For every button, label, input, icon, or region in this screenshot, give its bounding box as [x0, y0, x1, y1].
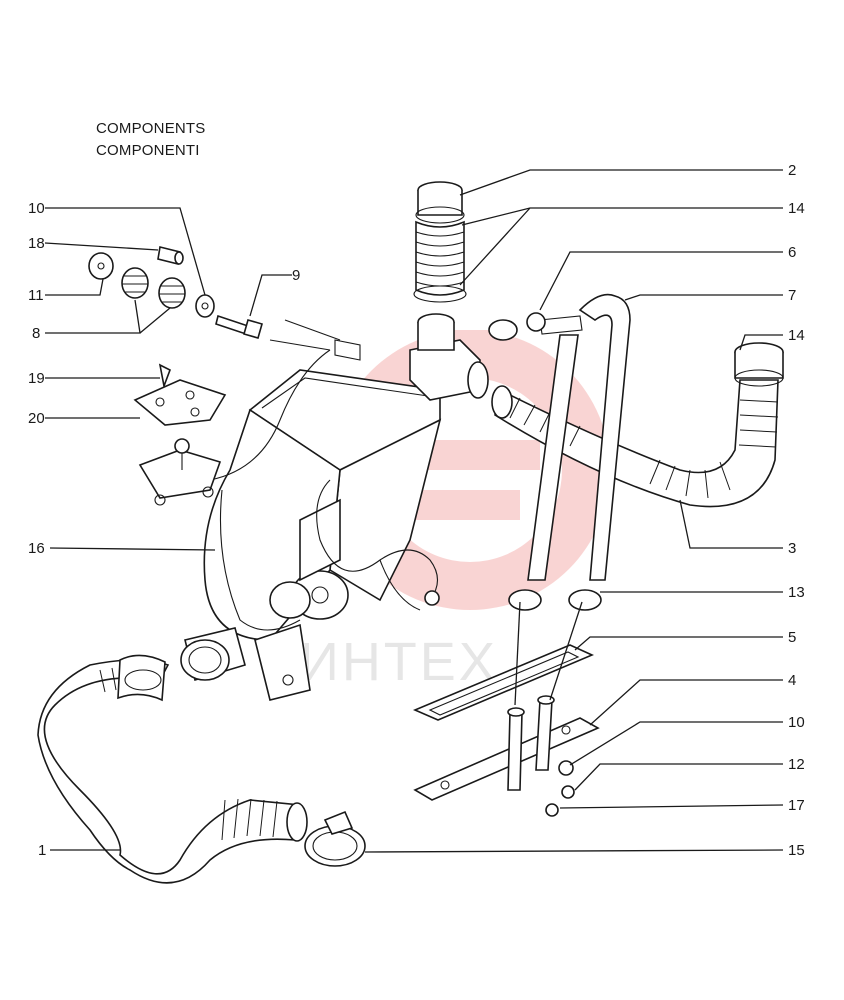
part-5-gasket [412, 644, 594, 721]
callout-2: 2 [788, 162, 796, 179]
part-7-small-hoses [488, 293, 631, 611]
callout-20: 20 [28, 410, 45, 427]
part-2-duct [413, 181, 467, 303]
callout-15: 15 [788, 842, 805, 859]
callout-10-right: 10 [788, 714, 805, 731]
callout-13: 13 [788, 584, 805, 601]
callout-14-right: 14 [788, 327, 805, 344]
part-8-rubber-mounts [121, 267, 186, 309]
callout-12: 12 [788, 756, 805, 773]
callout-5: 5 [788, 629, 796, 646]
diagram-title-english: COMPONENTS [96, 120, 206, 137]
callout-18: 18 [28, 235, 45, 252]
part-10-washer [195, 294, 215, 318]
leader-lines [44, 169, 784, 853]
callout-17: 17 [788, 797, 805, 814]
callout-3: 3 [788, 540, 796, 557]
callout-8: 8 [32, 325, 40, 342]
callout-labels: 2 14 6 7 14 3 13 5 4 10 12 17 15 1 16 9 … [28, 162, 805, 859]
part-16-heater-housing [164, 313, 489, 701]
part-19-screw [158, 363, 172, 389]
watermark-text: ИНТЕХ [300, 632, 498, 692]
callout-11: 11 [28, 287, 44, 304]
part-1-hose [37, 654, 366, 884]
part-4-plate [413, 695, 600, 817]
part-18-bush [157, 246, 184, 265]
callout-6: 6 [788, 244, 796, 261]
diagram-title-italian: COMPONENTI [96, 142, 200, 159]
callout-9: 9 [292, 267, 300, 284]
part-9-bolt [215, 314, 263, 339]
callout-10-left: 10 [28, 200, 45, 217]
callout-4: 4 [788, 672, 796, 689]
callout-7: 7 [788, 287, 796, 304]
part-11-grommet [88, 252, 114, 280]
callout-16: 16 [28, 540, 45, 557]
callout-14-top: 14 [788, 200, 805, 217]
callout-19: 19 [28, 370, 45, 387]
part-control-valve [138, 438, 222, 506]
part-20-cover-plate [133, 379, 227, 426]
callout-1: 1 [38, 842, 46, 859]
